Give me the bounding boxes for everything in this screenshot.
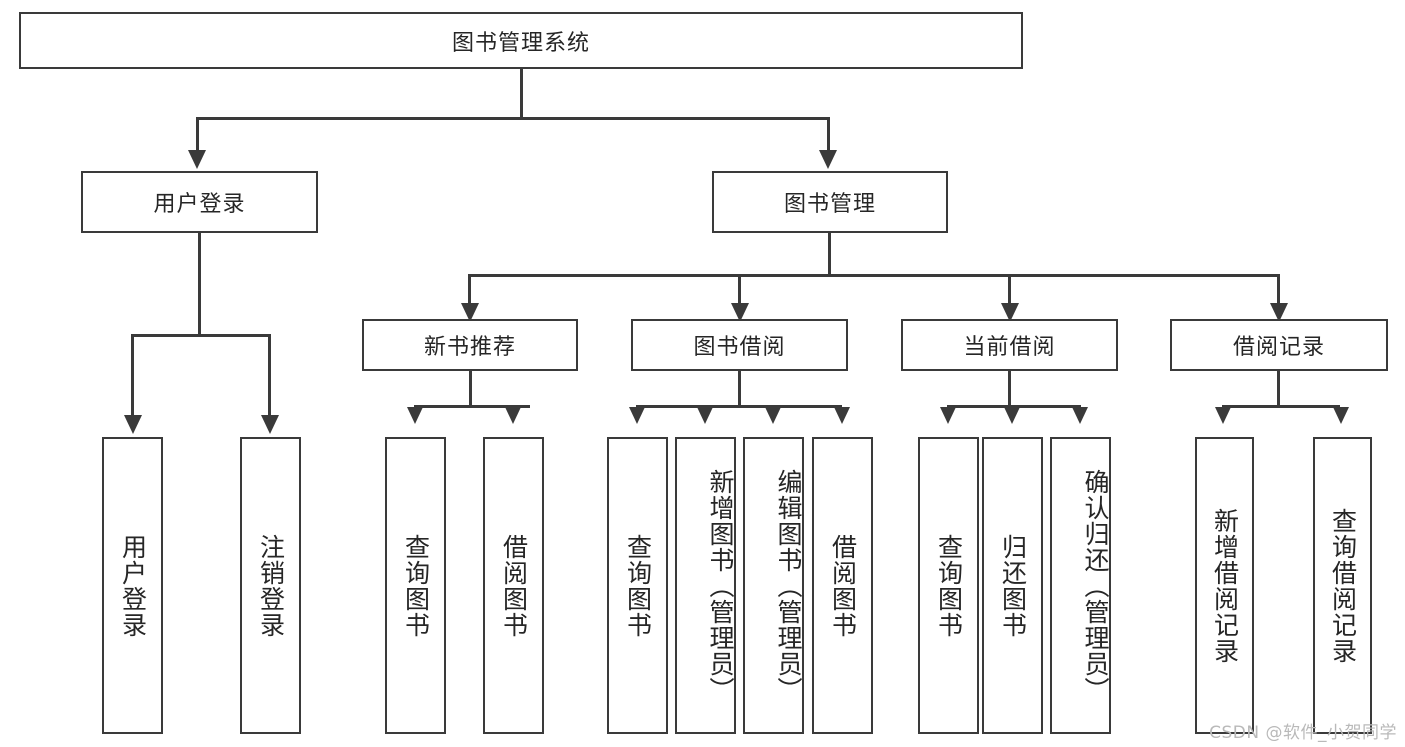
leaf-book-borrow-1[interactable]: 新增图书（管理员）	[675, 437, 736, 734]
edge-drop-leaf-user-login-0	[131, 334, 134, 415]
edge-new-book-bus	[414, 405, 530, 408]
leaf-current-borrow-2-label: 确认归还（管理员）	[1081, 468, 1110, 703]
edge-current-borrow-stem	[1008, 371, 1011, 407]
arrow-new-book	[461, 303, 479, 322]
leaf-book-borrow-3-label: 借阅图书	[828, 533, 858, 638]
arrow-book-borrow	[731, 303, 749, 322]
arrow-book-mgmt	[819, 150, 837, 169]
arrow-leaf-book-borrow-1	[697, 407, 713, 424]
leaf-user-login-1-label: 注销登录	[256, 533, 286, 638]
arrow-leaf-book-borrow-0	[629, 407, 645, 424]
node-current-borrow[interactable]: 当前借阅	[901, 319, 1118, 371]
leaf-user-login-1[interactable]: 注销登录	[240, 437, 301, 734]
node-user-login[interactable]: 用户登录	[81, 171, 318, 233]
leaf-book-borrow-3[interactable]: 借阅图书	[812, 437, 873, 734]
edge-current-borrow-bus	[947, 405, 1081, 408]
arrow-leaf-current-borrow-0	[940, 407, 956, 424]
edge-drop-user-login	[196, 117, 199, 150]
node-current-borrow-label: 当前借阅	[963, 335, 1056, 360]
leaf-borrow-record-1-label: 查询借阅记录	[1328, 507, 1358, 664]
arrow-leaf-user-login-0	[124, 415, 142, 434]
edge-book-borrow-stem	[738, 371, 741, 407]
arrow-current-borrow	[1001, 303, 1019, 322]
node-book-borrow-label: 图书借阅	[693, 335, 786, 360]
leaf-current-borrow-0[interactable]: 查询图书	[918, 437, 979, 734]
leaf-new-book-1-label: 借阅图书	[499, 533, 529, 638]
edge-drop-borrow-record	[1277, 274, 1280, 303]
leaf-book-borrow-1-label: 新增图书（管理员）	[706, 468, 735, 703]
arrow-leaf-borrow-record-1	[1333, 407, 1349, 424]
node-book-borrow[interactable]: 图书借阅	[631, 319, 848, 371]
arrow-leaf-book-borrow-2	[765, 407, 781, 424]
edge-book-mgmt-stem	[828, 233, 831, 276]
leaf-new-book-1[interactable]: 借阅图书	[483, 437, 544, 734]
edge-book-borrow-bus	[636, 405, 842, 408]
node-root-system[interactable]: 图书管理系统	[19, 12, 1023, 69]
leaf-new-book-0-label: 查询图书	[401, 533, 431, 638]
edge-level2-bus	[196, 117, 830, 120]
arrow-leaf-new-book-0	[407, 407, 423, 424]
node-borrow-record-label: 借阅记录	[1232, 335, 1325, 360]
edge-drop-current-borrow	[1008, 274, 1011, 303]
edge-borrow-record-bus	[1222, 405, 1340, 408]
arrow-leaf-new-book-1	[505, 407, 521, 424]
leaf-current-borrow-1[interactable]: 归还图书	[982, 437, 1043, 734]
arrow-borrow-record	[1270, 303, 1288, 322]
edge-drop-leaf-user-login-1	[268, 334, 271, 415]
node-book-management[interactable]: 图书管理	[712, 171, 948, 233]
leaf-borrow-record-0[interactable]: 新增借阅记录	[1195, 437, 1254, 734]
leaf-current-borrow-1-label: 归还图书	[998, 533, 1028, 638]
edge-root-stem	[520, 69, 523, 119]
leaf-user-login-0-label: 用户登录	[118, 533, 148, 638]
leaf-book-borrow-2-label: 编辑图书（管理员）	[774, 468, 803, 703]
arrow-leaf-book-borrow-3	[834, 407, 850, 424]
node-borrow-record[interactable]: 借阅记录	[1170, 319, 1388, 371]
leaf-book-borrow-0-label: 查询图书	[623, 533, 653, 638]
node-root-system-label: 图书管理系统	[451, 30, 590, 56]
arrow-leaf-current-borrow-1	[1004, 407, 1020, 424]
edge-drop-book-borrow	[738, 274, 741, 303]
leaf-borrow-record-1[interactable]: 查询借阅记录	[1313, 437, 1372, 734]
leaf-user-login-0[interactable]: 用户登录	[102, 437, 163, 734]
leaf-new-book-0[interactable]: 查询图书	[385, 437, 446, 734]
arrow-leaf-user-login-1	[261, 415, 279, 434]
leaf-book-borrow-0[interactable]: 查询图书	[607, 437, 668, 734]
edge-drop-book-mgmt	[827, 117, 830, 150]
edge-borrow-record-stem	[1277, 371, 1280, 407]
leaf-book-borrow-2[interactable]: 编辑图书（管理员）	[743, 437, 804, 734]
arrow-user-login	[188, 150, 206, 169]
edge-level3-bus	[468, 274, 1280, 277]
edge-user-login-bus	[131, 334, 271, 337]
leaf-borrow-record-0-label: 新增借阅记录	[1210, 507, 1240, 664]
edge-user-login-stem	[198, 233, 201, 336]
leaf-current-borrow-0-label: 查询图书	[934, 533, 964, 638]
leaf-current-borrow-2[interactable]: 确认归还（管理员）	[1050, 437, 1111, 734]
node-new-book-recommend[interactable]: 新书推荐	[362, 319, 578, 371]
node-new-book-recommend-label: 新书推荐	[423, 335, 516, 360]
csdn-watermark: CSDN @软件_小贺同学	[1209, 723, 1397, 743]
edge-new-book-stem	[469, 371, 472, 407]
edge-drop-new-book	[468, 274, 471, 303]
node-book-management-label: 图书管理	[783, 192, 876, 217]
arrow-leaf-borrow-record-0	[1215, 407, 1231, 424]
node-user-login-label: 用户登录	[153, 192, 246, 217]
arrow-leaf-current-borrow-2	[1072, 407, 1088, 424]
